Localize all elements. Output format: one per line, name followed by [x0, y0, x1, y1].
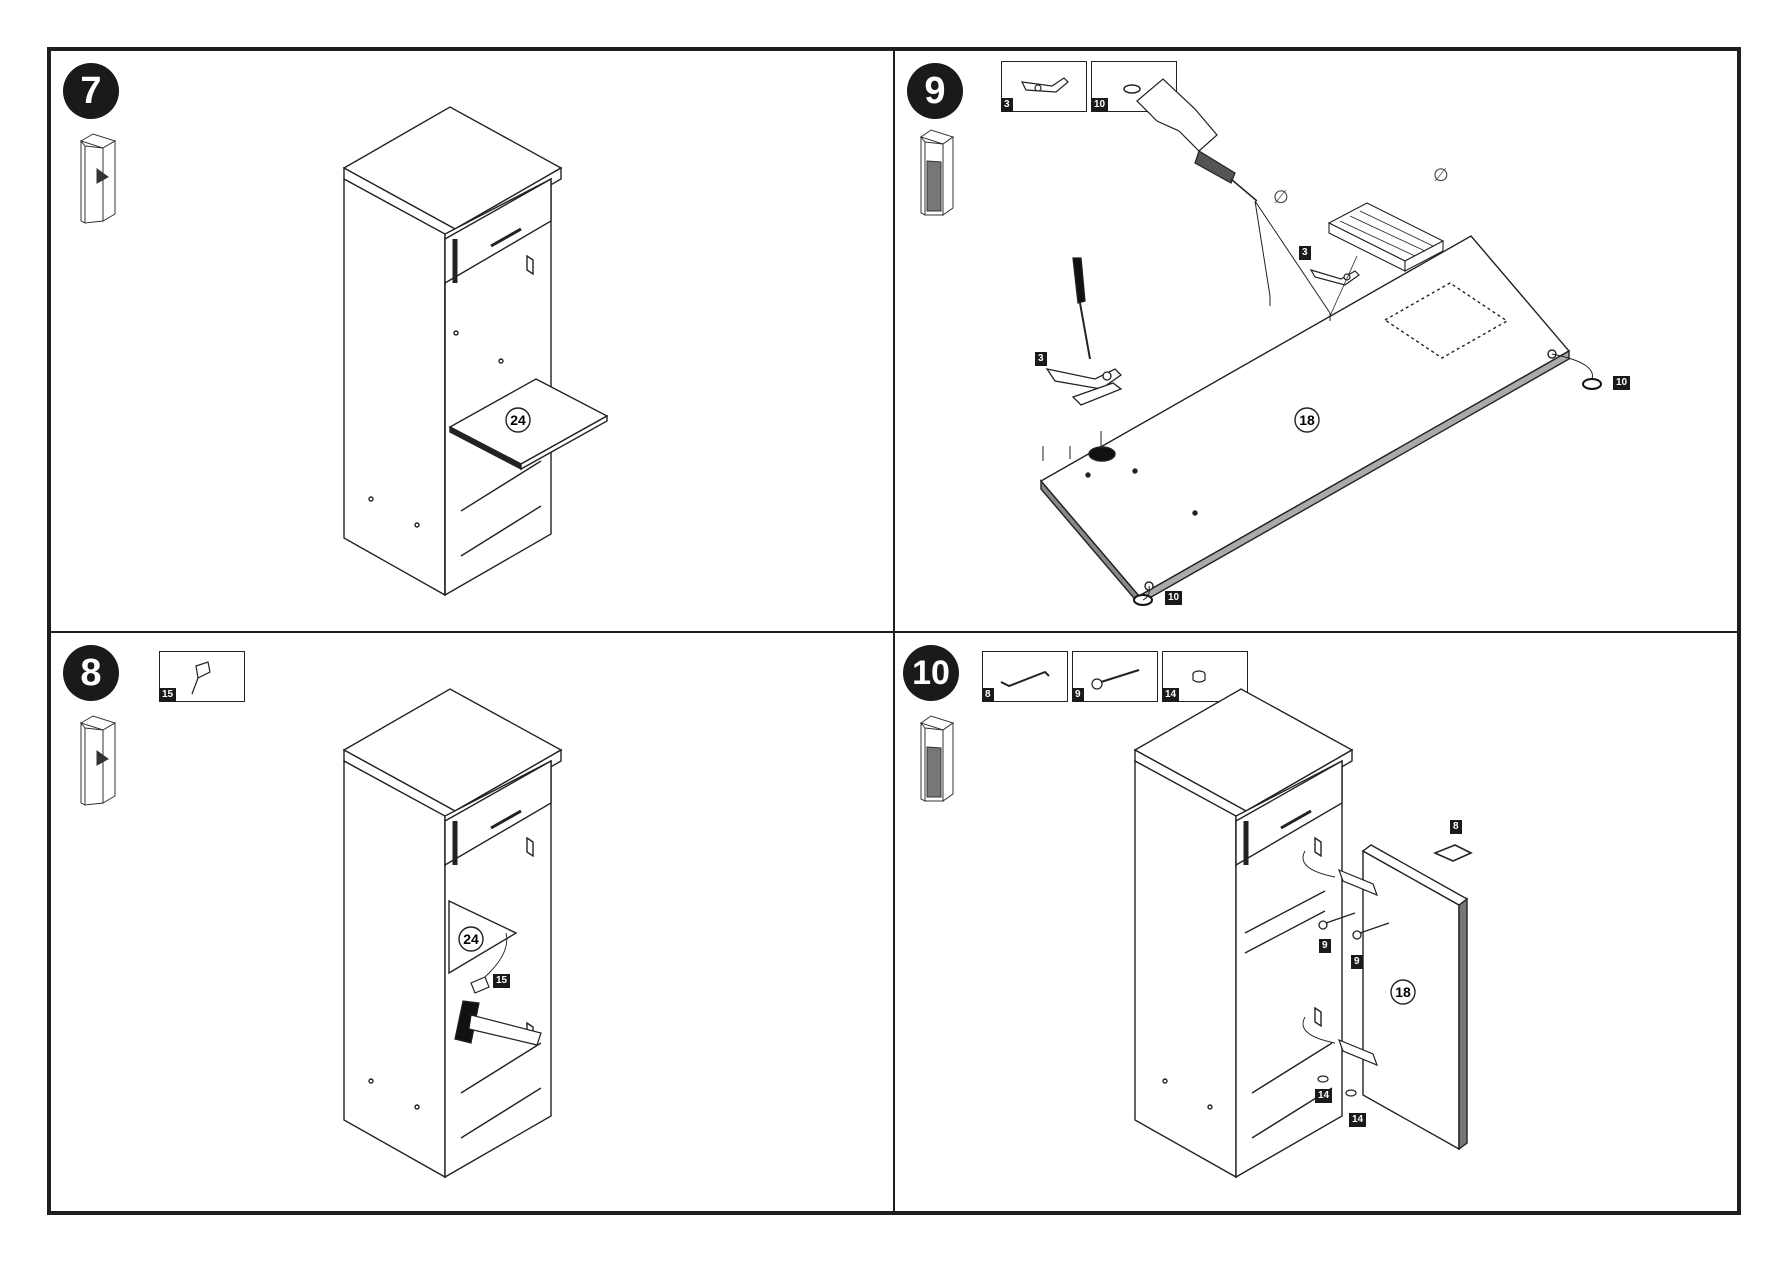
- hinge-icon: [1020, 77, 1069, 93]
- handle-icon: [1000, 670, 1050, 688]
- callout-9-a: 9: [1319, 939, 1331, 953]
- callout-15: 15: [493, 974, 511, 988]
- cabinet-drawing: [1133, 688, 1354, 1179]
- foot-pad-icon: [1582, 378, 1602, 390]
- step-10-badge: 10: [903, 645, 959, 701]
- cabinet-drawing: [342, 688, 563, 1179]
- drill-diameter-symbol-2: ∅: [1433, 165, 1449, 185]
- part-id-9: 9: [1072, 688, 1084, 702]
- door-panel-18: [1361, 844, 1469, 1151]
- part-id-14: 14: [1162, 688, 1180, 702]
- part-id-15: 15: [159, 688, 177, 702]
- cabinet-thumbnail-icon: [919, 129, 955, 216]
- wood-piece-icon: [1327, 202, 1445, 317]
- horizontal-divider: [47, 631, 1741, 633]
- hinge-icon: [1045, 368, 1123, 406]
- part-box-dowel: 15: [159, 651, 245, 702]
- part-id-8: 8: [982, 688, 994, 702]
- callout-8: 8: [1450, 820, 1462, 834]
- screw-icon: [1091, 669, 1140, 690]
- part-label-24: 24: [510, 412, 526, 428]
- hammer-icon: [454, 1000, 542, 1046]
- step-10-panel: 10 8 9 14: [895, 633, 1737, 1211]
- cabinet-thumbnail-icon: [79, 715, 117, 806]
- callout-14-b: 14: [1349, 1113, 1367, 1127]
- step-7-panel: 7 24: [51, 51, 893, 631]
- step-8-badge: 8: [63, 645, 119, 701]
- part-label-24: 24: [463, 931, 479, 947]
- screw-icon: [1318, 912, 1390, 940]
- plug-icon: [1317, 1075, 1357, 1097]
- step-9-drawing: 18: [919, 78, 1602, 606]
- plug-icon: [1192, 670, 1206, 683]
- step-7-badge: 7: [63, 63, 119, 119]
- part-circle-24: [458, 926, 484, 952]
- step-7-drawing: 24: [79, 106, 609, 597]
- callout-9-b: 9: [1351, 955, 1363, 969]
- dowel-icon: [470, 932, 508, 994]
- step-9-panel: 9 3 10 18: [895, 51, 1737, 631]
- dowel-icon: [191, 661, 211, 695]
- part-label-18: 18: [1299, 412, 1315, 428]
- part-circle-24: [505, 407, 531, 433]
- handle-icon: [1432, 844, 1473, 862]
- drill-diameter-symbol-1: ∅: [1273, 187, 1289, 207]
- step-9-badge: 9: [907, 63, 963, 119]
- part-circle-18: [1390, 979, 1416, 1005]
- callout-10-b: 10: [1165, 591, 1183, 605]
- drill-icon: [1136, 78, 1331, 314]
- part-box-screw: 9: [1072, 651, 1158, 702]
- step-8-drawing: 24: [79, 688, 563, 1179]
- part-box-hinge: 3: [1001, 61, 1087, 112]
- cabinet-drawing: [342, 106, 563, 597]
- callout-10-a: 10: [1613, 376, 1631, 390]
- callout-3-b: 3: [1299, 246, 1311, 260]
- step-8-panel: 8 15 24: [51, 633, 893, 1211]
- part-circle-18: [1294, 407, 1320, 433]
- step-10-drawing: 18: [919, 688, 1473, 1179]
- hinge-icon: [1309, 268, 1360, 286]
- cabinet-thumbnail-icon: [919, 715, 955, 802]
- screwdriver-icon: [1072, 257, 1091, 360]
- hinge-icon: [1302, 850, 1379, 1067]
- part-box-handle: 8: [982, 651, 1068, 702]
- foot-pad-icon: [1123, 84, 1141, 94]
- part-label-18: 18: [1395, 984, 1411, 1000]
- callout-3-a: 3: [1035, 352, 1047, 366]
- cabinet-thumbnail-icon: [79, 133, 117, 224]
- part-id-10: 10: [1091, 98, 1109, 112]
- part-id-3: 3: [1001, 98, 1013, 112]
- callout-14-a: 14: [1315, 1089, 1333, 1103]
